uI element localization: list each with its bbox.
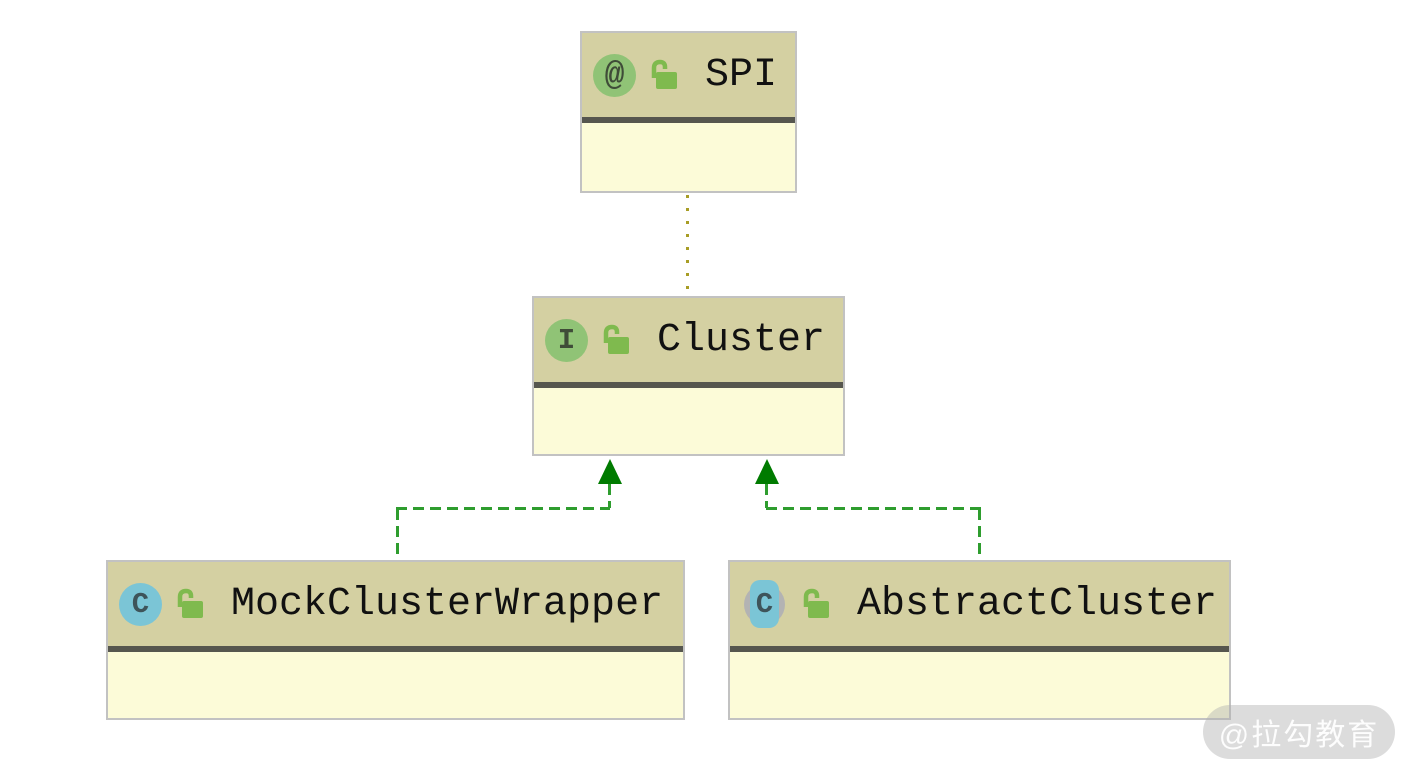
node-name: AbstractCluster <box>857 581 1218 627</box>
edge-abstract-to-cluster-segment[interactable] <box>766 507 981 510</box>
class-node-spi[interactable]: @ SPI <box>580 31 797 193</box>
interface-icon-glyph: I <box>557 323 576 357</box>
abstract-class-icon-glyph: C <box>755 587 774 621</box>
node-header: @ SPI <box>582 33 795 117</box>
interface-node-cluster[interactable]: I Cluster <box>532 296 845 456</box>
compartment-separator <box>108 646 683 652</box>
compartment-separator <box>730 646 1229 652</box>
edge-abstract-to-cluster-segment[interactable] <box>978 509 981 560</box>
interface-icon: I <box>545 318 588 362</box>
unlocked-padlock-icon <box>177 588 203 618</box>
watermark-badge: @拉勾教育 <box>1203 705 1395 759</box>
realization-arrowhead-icon[interactable] <box>755 459 779 484</box>
class-icon: C <box>119 582 162 626</box>
edge-mock-to-cluster-segment[interactable] <box>608 484 611 508</box>
class-icon-glyph: C <box>131 587 150 621</box>
node-header: C MockClusterWrapper <box>108 562 683 646</box>
unlocked-padlock-icon <box>651 59 677 89</box>
node-name: SPI <box>705 52 778 98</box>
compartment-separator <box>582 117 795 123</box>
node-header: C AbstractCluster <box>730 562 1229 646</box>
unlocked-padlock-icon <box>603 324 629 354</box>
unlocked-padlock-icon <box>803 588 829 618</box>
members-compartment <box>730 652 1229 718</box>
edge-cluster-to-spi-dotted-line[interactable] <box>686 195 689 294</box>
annotation-icon: @ <box>593 53 636 97</box>
compartment-separator <box>534 382 843 388</box>
edge-abstract-to-cluster-segment[interactable] <box>765 484 768 508</box>
abstract-class-pill-shape <box>750 580 779 628</box>
members-compartment <box>582 123 795 191</box>
class-node-mockclusterwrapper[interactable]: C MockClusterWrapper <box>106 560 685 720</box>
edge-mock-to-cluster-segment[interactable] <box>396 509 399 560</box>
node-name: MockClusterWrapper <box>231 581 664 627</box>
annotation-icon-glyph: @ <box>604 56 625 94</box>
members-compartment <box>108 652 683 718</box>
node-header: I Cluster <box>534 298 843 382</box>
edge-mock-to-cluster-segment[interactable] <box>396 507 610 510</box>
members-compartment <box>534 388 843 454</box>
node-name: Cluster <box>657 317 826 363</box>
class-node-abstractcluster[interactable]: C AbstractCluster <box>728 560 1231 720</box>
realization-arrowhead-icon[interactable] <box>598 459 622 484</box>
watermark-text: @拉勾教育 <box>1218 719 1380 752</box>
abstract-class-icon: C <box>741 580 788 628</box>
